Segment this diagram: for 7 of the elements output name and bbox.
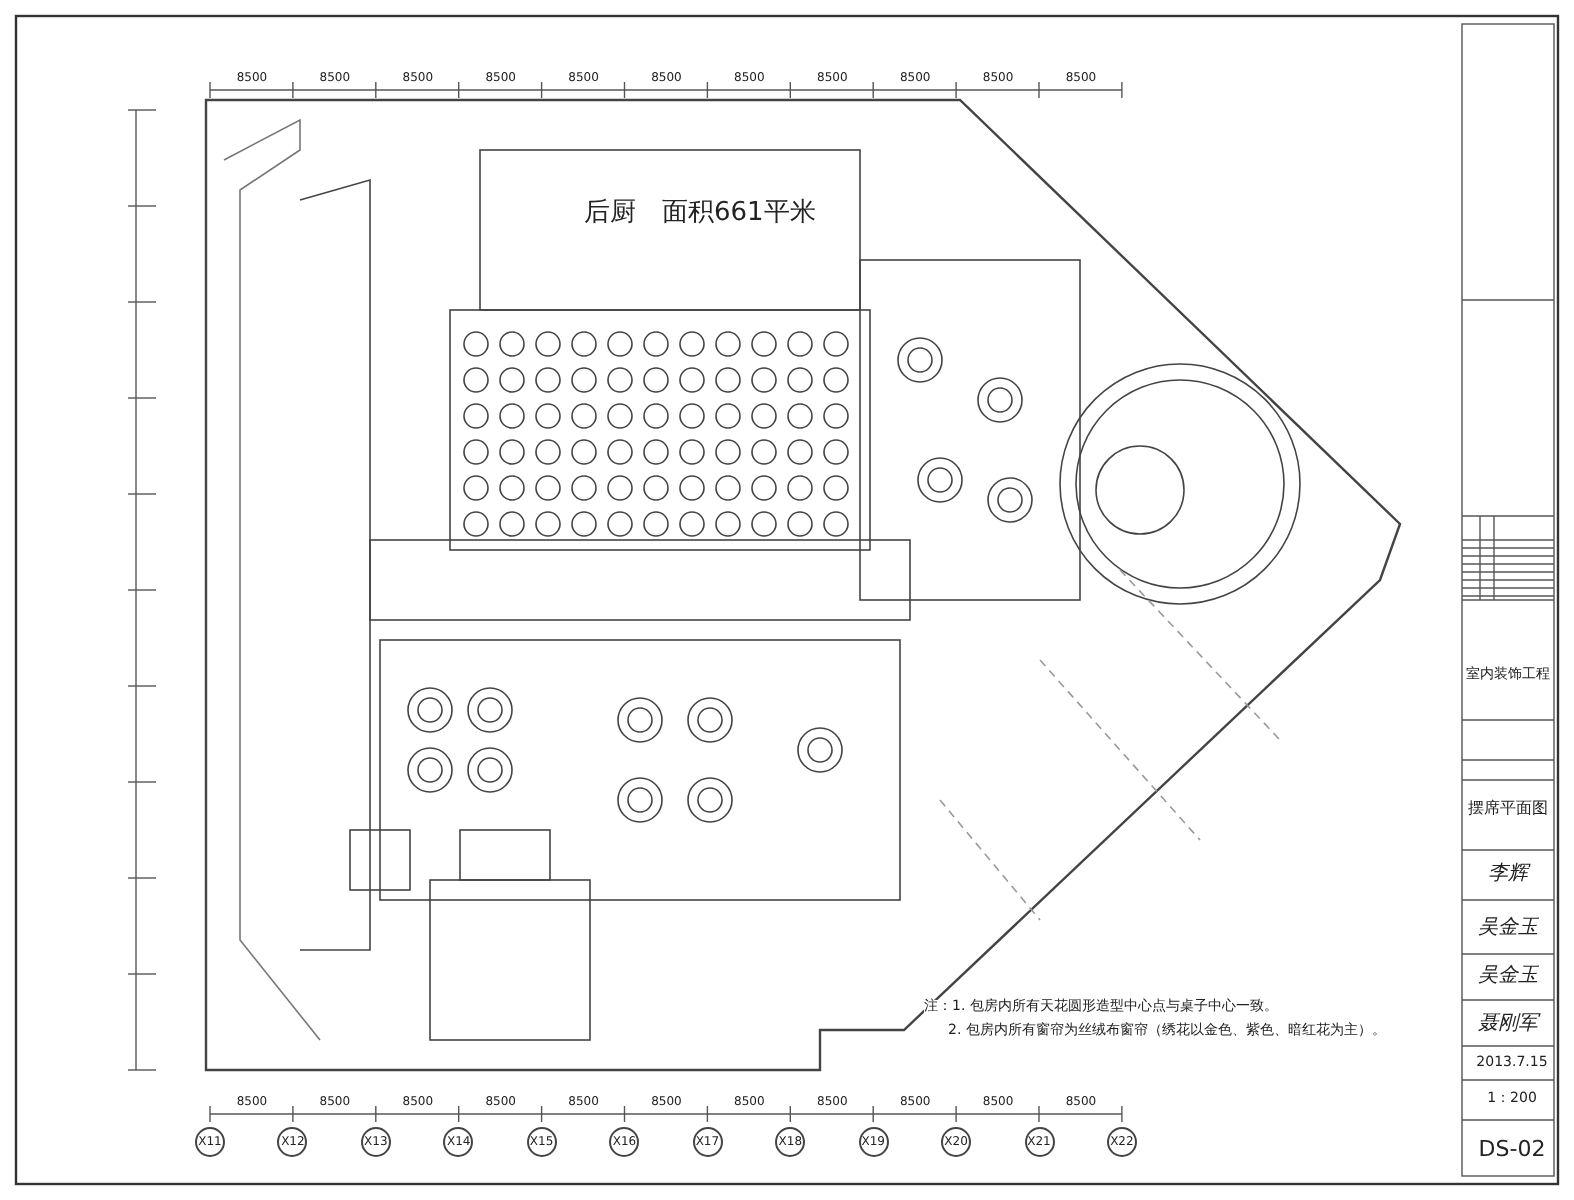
room-label: 后厨 面积661平米	[584, 200, 816, 229]
signature-text: 吴金玉	[1478, 917, 1538, 939]
signature-text: 李辉	[1488, 863, 1528, 885]
drawing-number: DS-02	[1478, 1137, 1546, 1163]
signature-text: 聂刚军	[1478, 1013, 1538, 1035]
drawing-title: 摆席平面图	[1468, 801, 1548, 819]
signature-text: 吴金玉	[1478, 965, 1538, 987]
